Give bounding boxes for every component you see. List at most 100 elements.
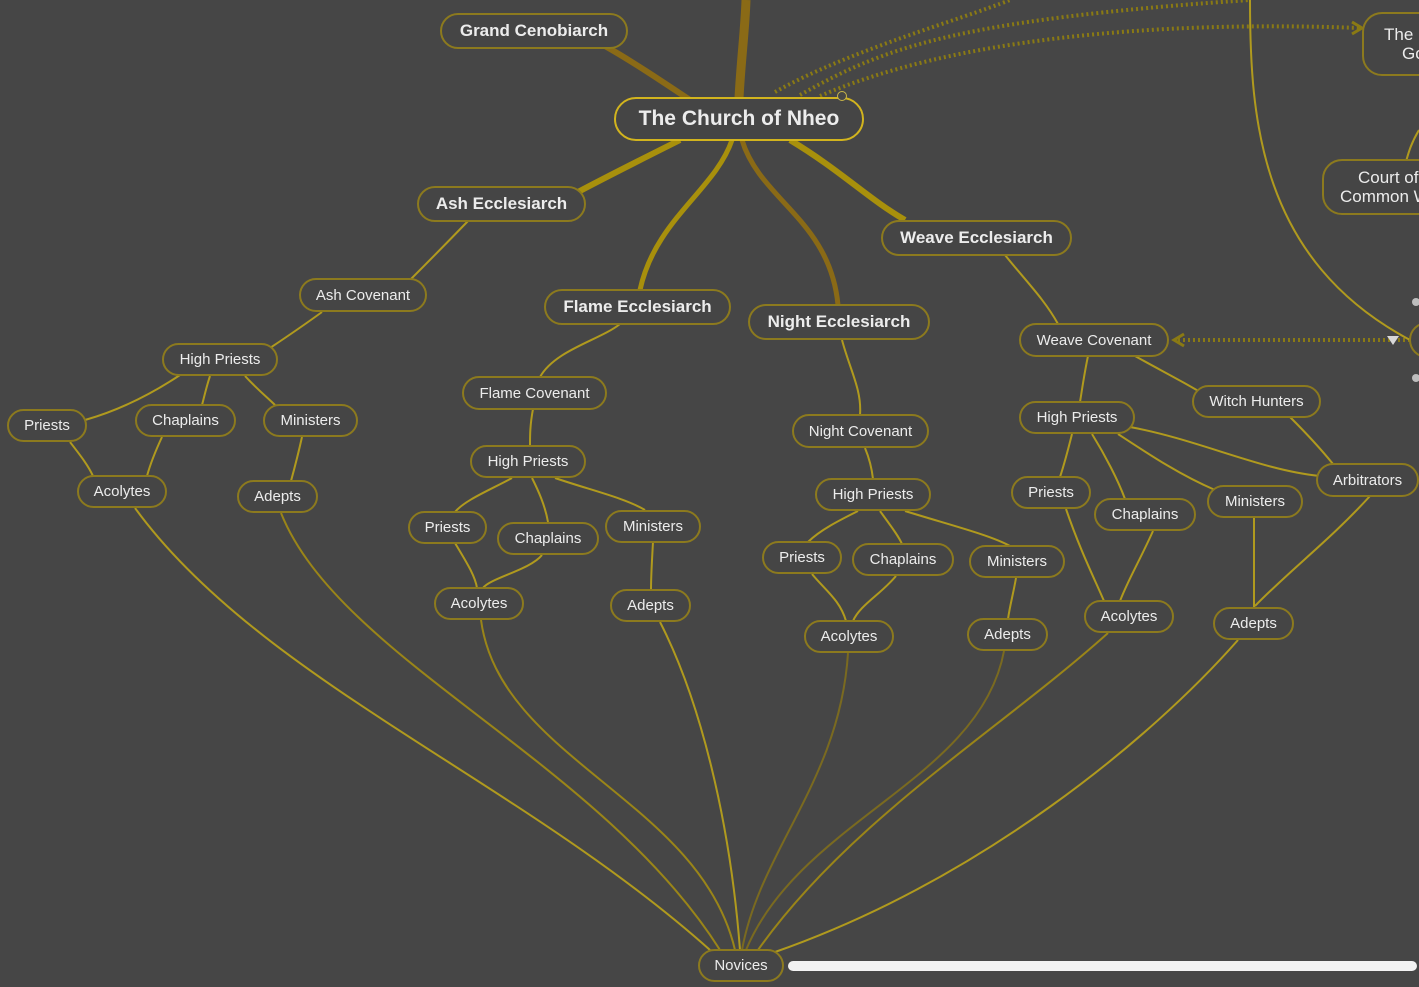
link-root-weave-ecclesiarch xyxy=(788,137,907,223)
node-night-priests[interactable]: Priests xyxy=(762,541,842,574)
node-label: The Church of Nheo xyxy=(638,107,840,130)
node-label: Acolytes xyxy=(1100,608,1158,625)
node-weave-acolytes[interactable]: Acolytes xyxy=(1084,600,1174,633)
link-ash-ministers-adepts xyxy=(290,436,303,482)
link-night-eccl-covenant xyxy=(841,339,862,416)
node-label: Adepts xyxy=(627,597,674,614)
node-root-church[interactable]: The Church of Nheo xyxy=(614,97,864,141)
node-offpage-court[interactable]: Court of Common W xyxy=(1322,159,1419,215)
node-label: Flame Ecclesiarch xyxy=(563,297,712,316)
node-label: High Priests xyxy=(487,453,569,470)
node-novices[interactable]: Novices xyxy=(698,949,784,982)
link-flame-covenant-hp xyxy=(529,408,534,447)
node-flame-high-priests[interactable]: High Priests xyxy=(470,445,586,478)
node-ash-priests[interactable]: Priests xyxy=(7,409,87,442)
link-root-ash-ecclesiarch xyxy=(576,137,682,195)
node-flame-ministers[interactable]: Ministers xyxy=(605,510,701,543)
node-ash-adepts[interactable]: Adepts xyxy=(237,480,318,513)
link-ash-chaplains-acolytes xyxy=(146,436,163,477)
node-flame-chaplains[interactable]: Chaplains xyxy=(497,522,599,555)
link-flame-hp-ministers xyxy=(554,477,646,511)
node-label: Acolytes xyxy=(93,483,151,500)
link-root-flame-ecclesiarch xyxy=(637,139,735,291)
node-label: Priests xyxy=(24,417,70,434)
node-ash-high-priests[interactable]: High Priests xyxy=(162,343,278,376)
link-root-night-ecclesiarch xyxy=(739,139,841,306)
link-ash-hp-priests xyxy=(84,374,181,421)
node-flame-acolytes[interactable]: Acolytes xyxy=(434,587,524,620)
node-label: Adepts xyxy=(254,488,301,505)
link-flame-priests-acolytes xyxy=(454,542,478,589)
node-weave-adepts[interactable]: Adepts xyxy=(1213,607,1294,640)
node-offpage-top[interactable]: The Go xyxy=(1362,12,1419,76)
node-weave-priests[interactable]: Priests xyxy=(1011,476,1091,509)
node-grand-cenobiarch[interactable]: Grand Cenobiarch xyxy=(440,13,628,49)
link-night-adepts-novices xyxy=(745,650,1005,951)
node-arbitrators[interactable]: Arbitrators xyxy=(1316,463,1419,497)
node-night-high-priests[interactable]: High Priests xyxy=(815,478,931,511)
horizontal-scrollbar[interactable] xyxy=(788,961,1417,971)
node-label: Acolytes xyxy=(450,595,508,612)
node-label: Night Ecclesiarch xyxy=(767,312,911,331)
node-weave-chaplains[interactable]: Chaplains xyxy=(1094,498,1196,531)
node-label: Ministers xyxy=(280,412,341,429)
link-witch-hunters-arbitrators xyxy=(1289,416,1334,465)
collapse-toggle-icon[interactable] xyxy=(837,91,847,101)
handle-dot-icon[interactable] xyxy=(1412,298,1419,306)
node-label: Chaplains xyxy=(1111,506,1179,523)
node-night-acolytes[interactable]: Acolytes xyxy=(804,620,894,653)
node-label: Chaplains xyxy=(869,551,937,568)
node-witch-hunters[interactable]: Witch Hunters xyxy=(1192,385,1321,418)
node-weave-ecclesiarch[interactable]: Weave Ecclesiarch xyxy=(881,220,1072,256)
link-arbitrators-adepts xyxy=(1254,495,1371,607)
node-night-ministers[interactable]: Ministers xyxy=(969,545,1065,578)
node-ash-chaplains[interactable]: Chaplains xyxy=(135,404,236,437)
link-flame-acolytes-novices xyxy=(480,619,736,951)
expand-triangle-icon[interactable] xyxy=(1387,336,1399,345)
node-label: Chaplains xyxy=(514,530,582,547)
link-weave-eccl-covenant xyxy=(1004,254,1059,325)
node-label-line1: Court of xyxy=(1358,168,1419,187)
link-weave-covenant-hp xyxy=(1079,355,1089,403)
node-ash-acolytes[interactable]: Acolytes xyxy=(77,475,167,508)
node-label: Chaplains xyxy=(152,412,219,429)
node-label: High Priests xyxy=(832,486,914,503)
node-label: Ministers xyxy=(622,518,683,535)
link-weave-priests-acolytes xyxy=(1065,508,1105,602)
link-weave-hp-priests xyxy=(1059,433,1073,478)
node-flame-priests[interactable]: Priests xyxy=(408,511,487,544)
dotted-link-1 xyxy=(774,0,1011,94)
node-weave-high-priests[interactable]: High Priests xyxy=(1019,401,1135,434)
link-right-vertical xyxy=(1249,0,1411,341)
node-weave-covenant[interactable]: Weave Covenant xyxy=(1019,323,1169,357)
node-label: Adepts xyxy=(1230,615,1277,632)
link-flame-eccl-covenant xyxy=(539,323,621,378)
node-label: Ash Ecclesiarch xyxy=(435,194,568,213)
node-flame-covenant[interactable]: Flame Covenant xyxy=(462,376,607,410)
node-label-line1: The xyxy=(1384,25,1414,44)
node-flame-adepts[interactable]: Adepts xyxy=(610,589,691,622)
link-ash-eccl-covenant xyxy=(409,220,469,281)
node-night-adepts[interactable]: Adepts xyxy=(967,618,1048,651)
link-ash-hp-ministers xyxy=(244,375,276,406)
dotted-link-3 xyxy=(819,24,1361,98)
node-label: Arbitrators xyxy=(1332,471,1403,489)
node-night-ecclesiarch[interactable]: Night Ecclesiarch xyxy=(748,304,930,340)
node-night-chaplains[interactable]: Chaplains xyxy=(852,543,954,576)
node-ash-covenant[interactable]: Ash Covenant xyxy=(299,278,427,312)
link-night-hp-priests xyxy=(807,510,859,543)
link-flame-ministers-adepts xyxy=(650,541,654,591)
node-night-covenant[interactable]: Night Covenant xyxy=(792,414,929,448)
node-weave-ministers[interactable]: Ministers xyxy=(1207,485,1303,518)
link-flame-hp-chaplains xyxy=(531,477,549,523)
node-label: Grand Cenobiarch xyxy=(459,21,609,40)
link-weave-hp-arbitrators xyxy=(1129,426,1321,477)
handle-dot-icon[interactable] xyxy=(1412,374,1419,382)
node-label: Novices xyxy=(714,957,768,974)
node-ash-ecclesiarch[interactable]: Ash Ecclesiarch xyxy=(417,186,586,222)
link-ash-hp-chaplains xyxy=(201,375,211,406)
node-ash-ministers[interactable]: Ministers xyxy=(263,404,358,437)
node-flame-ecclesiarch[interactable]: Flame Ecclesiarch xyxy=(544,289,731,325)
